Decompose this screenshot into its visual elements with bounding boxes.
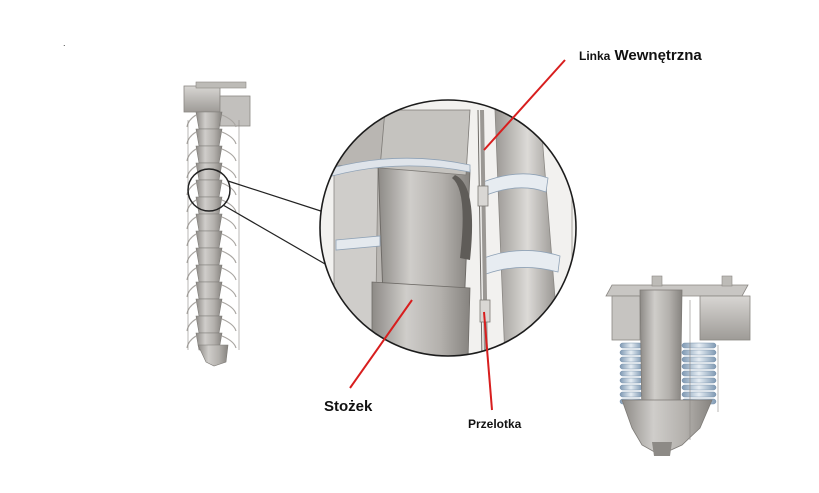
chute-flap: [186, 267, 197, 281]
right-head-figure: [605, 275, 751, 456]
chute-flap: [221, 284, 237, 298]
chute-flap: [186, 165, 197, 179]
chute-segment: [195, 128, 223, 147]
chute-flap: [221, 250, 237, 264]
chute-flap: [186, 250, 197, 264]
left-chute-figure: [183, 81, 251, 367]
chute-segment: [195, 179, 223, 198]
chute-flap: [221, 301, 237, 315]
spring-coil: [619, 356, 643, 363]
chute-segment: [195, 230, 223, 249]
label-linka-prefix: Linka: [579, 49, 611, 63]
chute-flap: [186, 233, 197, 247]
chute-flap: [186, 318, 197, 332]
chute-flap: [186, 301, 197, 315]
chute-flap: [221, 199, 237, 213]
connector-line-top: [227, 180, 331, 215]
spring-coil: [681, 349, 717, 356]
chute-flap: [221, 114, 237, 128]
spring-coil: [619, 391, 643, 398]
chute-segment: [195, 298, 223, 317]
spring-coil: [681, 384, 717, 391]
spring-coil: [619, 363, 643, 370]
chute-flap: [221, 318, 237, 332]
spring-coil: [619, 377, 643, 384]
spring-coil: [619, 370, 643, 377]
chute-segment: [195, 247, 223, 266]
chute-flap: [221, 216, 237, 230]
magnified-circle-border: [319, 99, 577, 357]
label-linka-wewnetrzna: Linka Wewnętrzna: [579, 47, 702, 64]
chute-flap: [221, 131, 237, 145]
spring-coil: [681, 342, 717, 349]
connector-line-bottom: [222, 204, 333, 269]
chute-flap: [221, 148, 237, 162]
chute-segment: [195, 145, 223, 164]
chute-segment: [195, 315, 223, 334]
spring-coil: [681, 377, 717, 384]
spring-coil: [681, 363, 717, 370]
callout-line-przelotka: [483, 311, 493, 411]
chute-flap: [221, 335, 237, 349]
chute-flap: [186, 114, 197, 128]
chute-segment: [195, 213, 223, 232]
spring-coil: [681, 370, 717, 377]
chute-segment: [195, 281, 223, 300]
label-przelotka: Przelotka: [468, 417, 522, 431]
chute-flap: [186, 131, 197, 145]
spring-coil: [619, 384, 643, 391]
spring-coil: [619, 342, 643, 349]
chute-flap: [186, 148, 197, 162]
magnified-detail: [320, 100, 576, 356]
chute-segment: [195, 264, 223, 283]
chute-flap: [186, 335, 197, 349]
chute-flap: [221, 165, 237, 179]
callout-line-stozek: [349, 299, 413, 389]
chute-flap: [221, 267, 237, 281]
callout-line-linka: [483, 59, 566, 151]
chute-flap: [221, 233, 237, 247]
label-stozek: Stożek: [324, 398, 373, 415]
spring-coil: [681, 356, 717, 363]
stray-dot-mark: .: [63, 38, 66, 48]
chute-flap: [186, 182, 197, 196]
chute-flap: [186, 216, 197, 230]
chute-flap: [221, 182, 237, 196]
spring-coil: [681, 391, 717, 398]
chute-segment: [195, 111, 223, 130]
chute-flap: [186, 284, 197, 298]
detail-marker-circle: [187, 168, 231, 212]
chute-flap: [186, 199, 197, 213]
label-linka-main: Wewnętrzna: [614, 47, 702, 64]
spring-coil: [619, 349, 643, 356]
